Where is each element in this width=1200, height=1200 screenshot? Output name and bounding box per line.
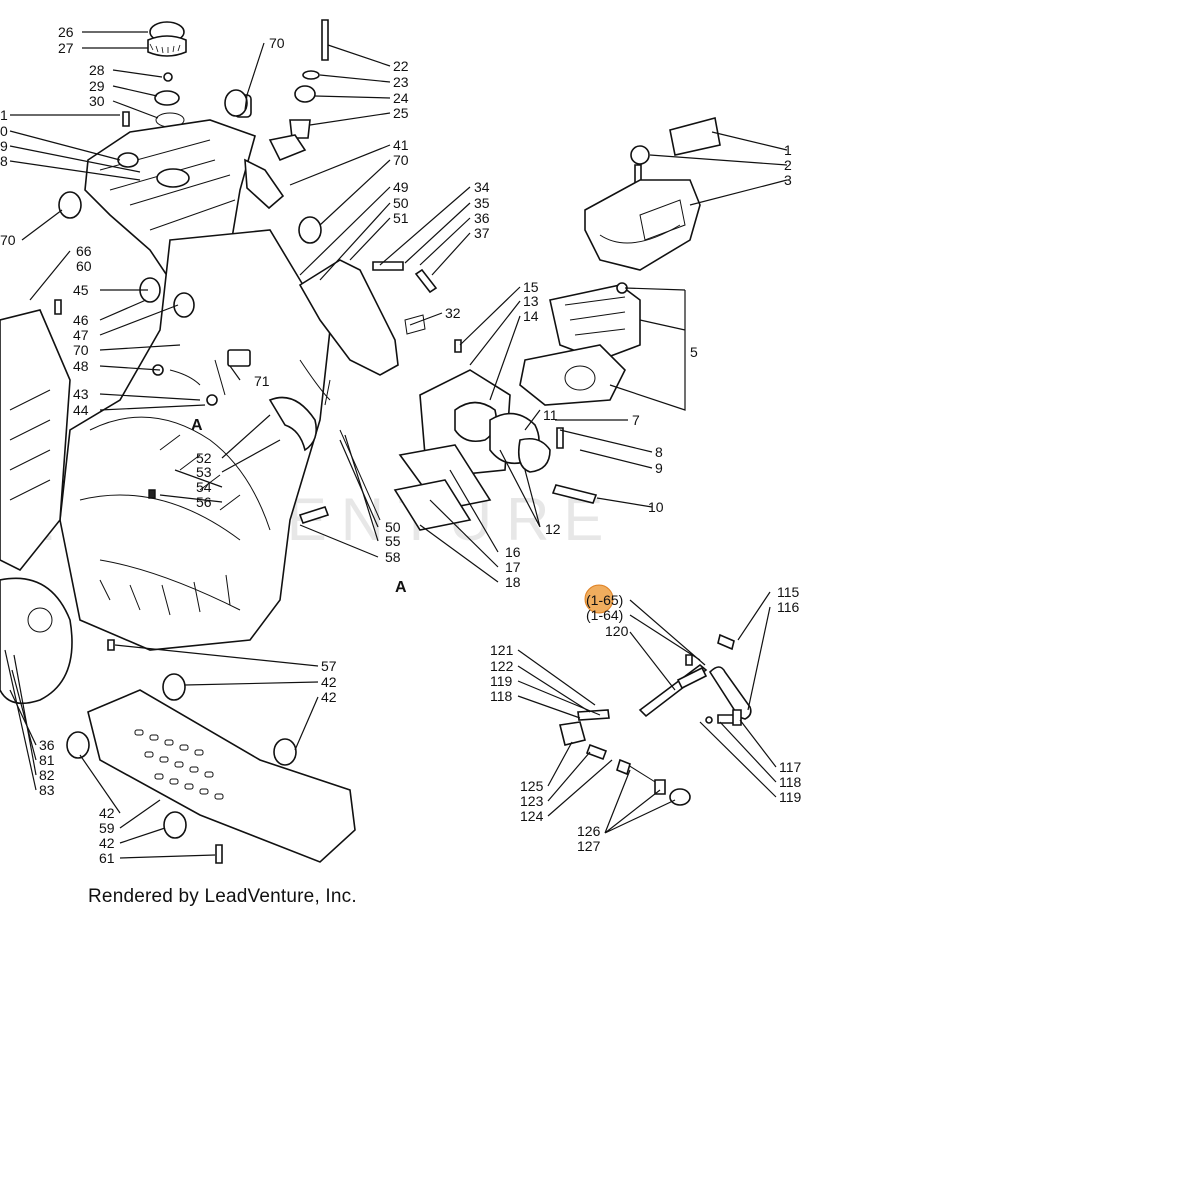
callout-46: 46: [73, 312, 89, 328]
callout-14: 14: [523, 308, 539, 324]
callout-47: 47: [73, 327, 89, 343]
callout-labels: 26 27 28 29 30 70 22 23 24 25 41 70 49 5…: [0, 24, 802, 866]
air-filter-cover: [584, 117, 721, 271]
callout-36: 36: [474, 210, 490, 226]
callout-15: 15: [523, 279, 539, 295]
callout-116: 116: [777, 599, 800, 615]
callout-81: 81: [39, 752, 55, 768]
view-marker-a-upper: A: [191, 417, 203, 434]
callout-70-mid: 70: [73, 342, 89, 358]
callout-125: 125: [520, 778, 544, 794]
callout-118-right: 118: [779, 774, 802, 790]
callout-58: 58: [385, 549, 401, 565]
callout-42-d: 42: [99, 835, 115, 851]
callout-22: 22: [393, 58, 409, 74]
callout-36-left: 36: [39, 737, 55, 753]
callout-37: 37: [474, 225, 490, 241]
callout-52: 52: [196, 450, 212, 466]
callout-1: 1: [784, 142, 792, 158]
callout-3: 3: [784, 172, 792, 188]
callout-59: 59: [99, 820, 115, 836]
callout-66: 66: [76, 243, 92, 259]
callout-50-top: 50: [393, 195, 409, 211]
callout-16: 16: [505, 544, 521, 560]
callout-70-right: 70: [393, 152, 409, 168]
callout-56: 56: [196, 494, 212, 510]
callout-83: 83: [39, 782, 55, 798]
callout-25: 25: [393, 105, 409, 121]
callout-71: 71: [254, 373, 270, 389]
callout-53: 53: [196, 464, 212, 480]
callout-119-right: 119: [779, 789, 802, 805]
callout-2: 2: [784, 157, 792, 173]
callout-124: 124: [520, 808, 544, 824]
callout-35: 35: [474, 195, 490, 211]
callout-42-a: 42: [321, 674, 337, 690]
callout-70-left: 70: [0, 232, 16, 248]
callout-42-b: 42: [321, 689, 337, 705]
callout-82: 82: [39, 767, 55, 783]
callout-121: 121: [490, 642, 514, 658]
callout-118-left: 118: [490, 688, 513, 704]
handle-housing-assembly: [0, 19, 399, 864]
callout-0-left-edge: 0: [0, 123, 8, 139]
callout-126: 126: [577, 823, 601, 839]
callout-119-left: 119: [490, 673, 513, 689]
callout-123: 123: [520, 793, 544, 809]
callout-60: 60: [76, 258, 92, 274]
callout-44: 44: [73, 402, 89, 418]
callout-26: 26: [58, 24, 74, 40]
callout-7: 7: [632, 412, 640, 428]
callout-127: 127: [577, 838, 601, 854]
carburetor-assembly: [372, 261, 641, 531]
callout-5: 5: [690, 344, 698, 360]
callout-11: 11: [543, 407, 558, 423]
callout-117: 117: [779, 759, 802, 775]
callout-122: 122: [490, 658, 514, 674]
callout-61: 61: [99, 850, 115, 866]
throttle-linkage: [559, 633, 752, 806]
callout-70-top: 70: [269, 35, 285, 51]
callout-9: 9: [655, 460, 663, 476]
callout-28: 28: [89, 62, 105, 78]
callout-42-c: 42: [99, 805, 115, 821]
callout-1-65[interactable]: (1-65): [586, 592, 623, 608]
callout-55: 55: [385, 533, 401, 549]
view-marker-a-lower: A: [395, 579, 407, 596]
callout-17: 17: [505, 559, 521, 575]
highlight-marker[interactable]: [584, 584, 614, 614]
callout-45: 45: [73, 282, 89, 298]
callout-12: 12: [545, 521, 561, 537]
callout-30: 30: [89, 93, 105, 109]
callout-32: 32: [445, 305, 461, 321]
callout-57: 57: [321, 658, 337, 674]
callout-24: 24: [393, 90, 409, 106]
callout-43: 43: [73, 386, 89, 402]
callout-8: 8: [655, 444, 663, 460]
callout-23: 23: [393, 74, 409, 90]
plate-grille: [134, 729, 224, 800]
callout-1-64: (1-64): [586, 607, 623, 623]
callout-51: 51: [393, 210, 409, 226]
callout-9-left-edge: 9: [0, 138, 8, 154]
callout-41: 41: [393, 137, 409, 153]
callout-120: 120: [605, 623, 629, 639]
callout-13: 13: [523, 293, 539, 309]
callout-8-left-edge: 8: [0, 153, 8, 169]
callout-48: 48: [73, 358, 89, 374]
callout-27: 27: [58, 40, 74, 56]
callout-1-left-edge: 1: [0, 107, 8, 123]
callout-115: 115: [777, 584, 800, 600]
callout-49: 49: [393, 179, 409, 195]
callout-54: 54: [196, 479, 212, 495]
leader-lines: [4, 31, 788, 859]
callout-50-lower: 50: [385, 519, 401, 535]
callout-10: 10: [648, 499, 664, 515]
credit-text: Rendered by LeadVenture, Inc.: [88, 886, 357, 907]
callout-34: 34: [474, 179, 490, 195]
callout-29: 29: [89, 78, 105, 94]
callout-18: 18: [505, 574, 521, 590]
